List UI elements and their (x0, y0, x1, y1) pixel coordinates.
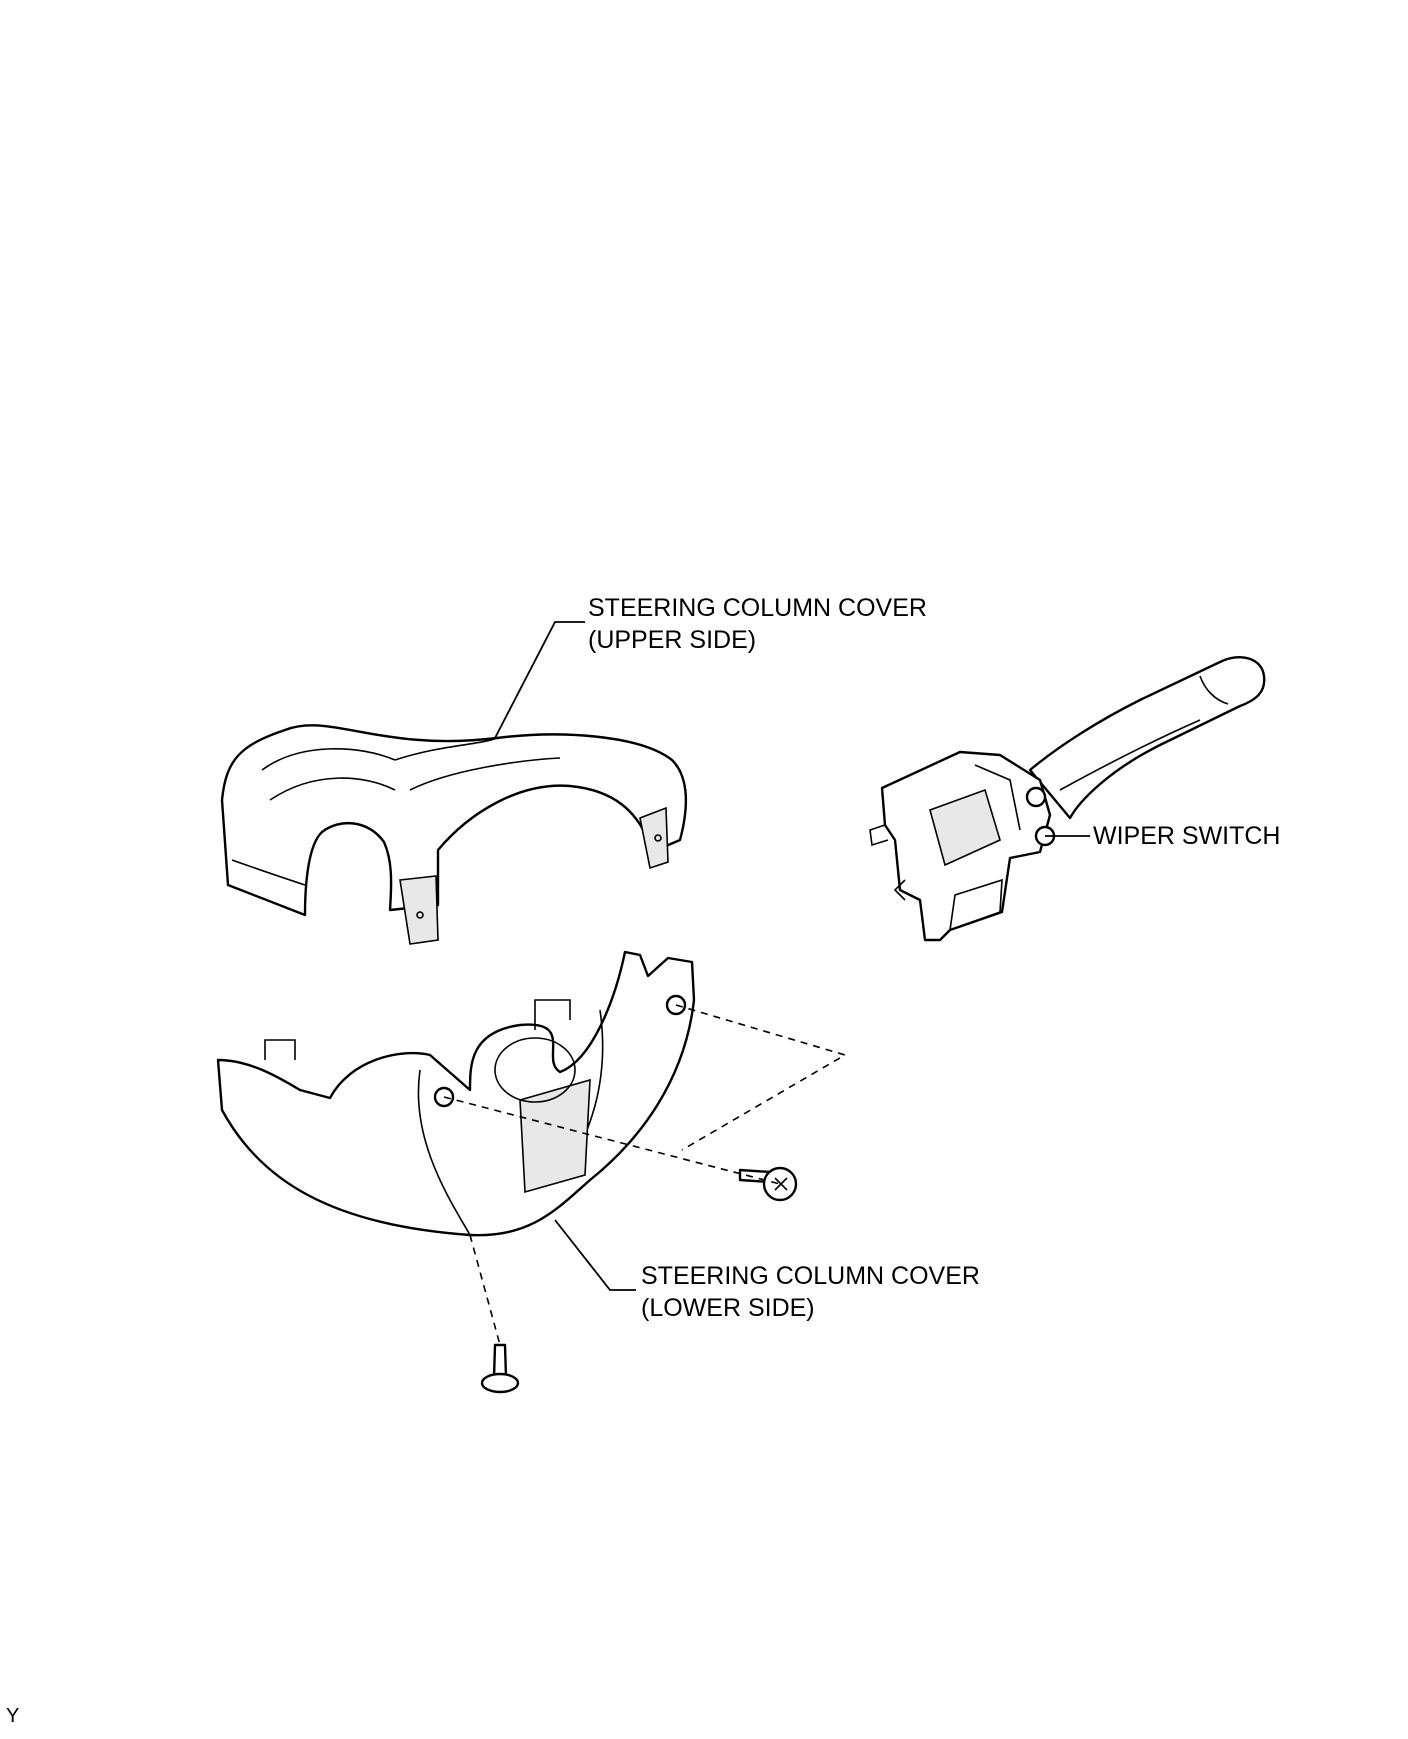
switch-lever (1028, 656, 1266, 820)
label-lower-cover: STEERING COLUMN COVER (LOWER SIDE) (641, 1260, 980, 1324)
label-upper-cover: STEERING COLUMN COVER (UPPER SIDE) (588, 592, 927, 656)
corner-mark: Y (6, 1705, 20, 1727)
assembly-line-2 (443, 1096, 781, 1185)
screw-bottom (480, 1343, 520, 1394)
label-upper-cover-line-2: (UPPER SIDE) (588, 626, 757, 654)
label-wiper-switch: WIPER SWITCH (1093, 822, 1281, 850)
assembly-line-1 (675, 1004, 848, 1151)
leader-upper-cover (494, 621, 585, 739)
upper-cover-body (220, 724, 688, 917)
leader-lower-cover (554, 1219, 636, 1291)
lower-column-cover (216, 950, 696, 1237)
lower-cover-body (216, 950, 696, 1237)
label-upper-cover-line-1: STEERING COLUMN COVER (588, 594, 927, 622)
label-lower-cover-line-2: (LOWER SIDE) (641, 1294, 815, 1322)
screw-side (738, 1166, 798, 1202)
wiper-switch (869, 656, 1266, 942)
label-lower-cover-line-1: STEERING COLUMN COVER (641, 1262, 980, 1290)
upper-column-cover (220, 724, 688, 945)
assembly-line-3 (469, 1234, 501, 1346)
